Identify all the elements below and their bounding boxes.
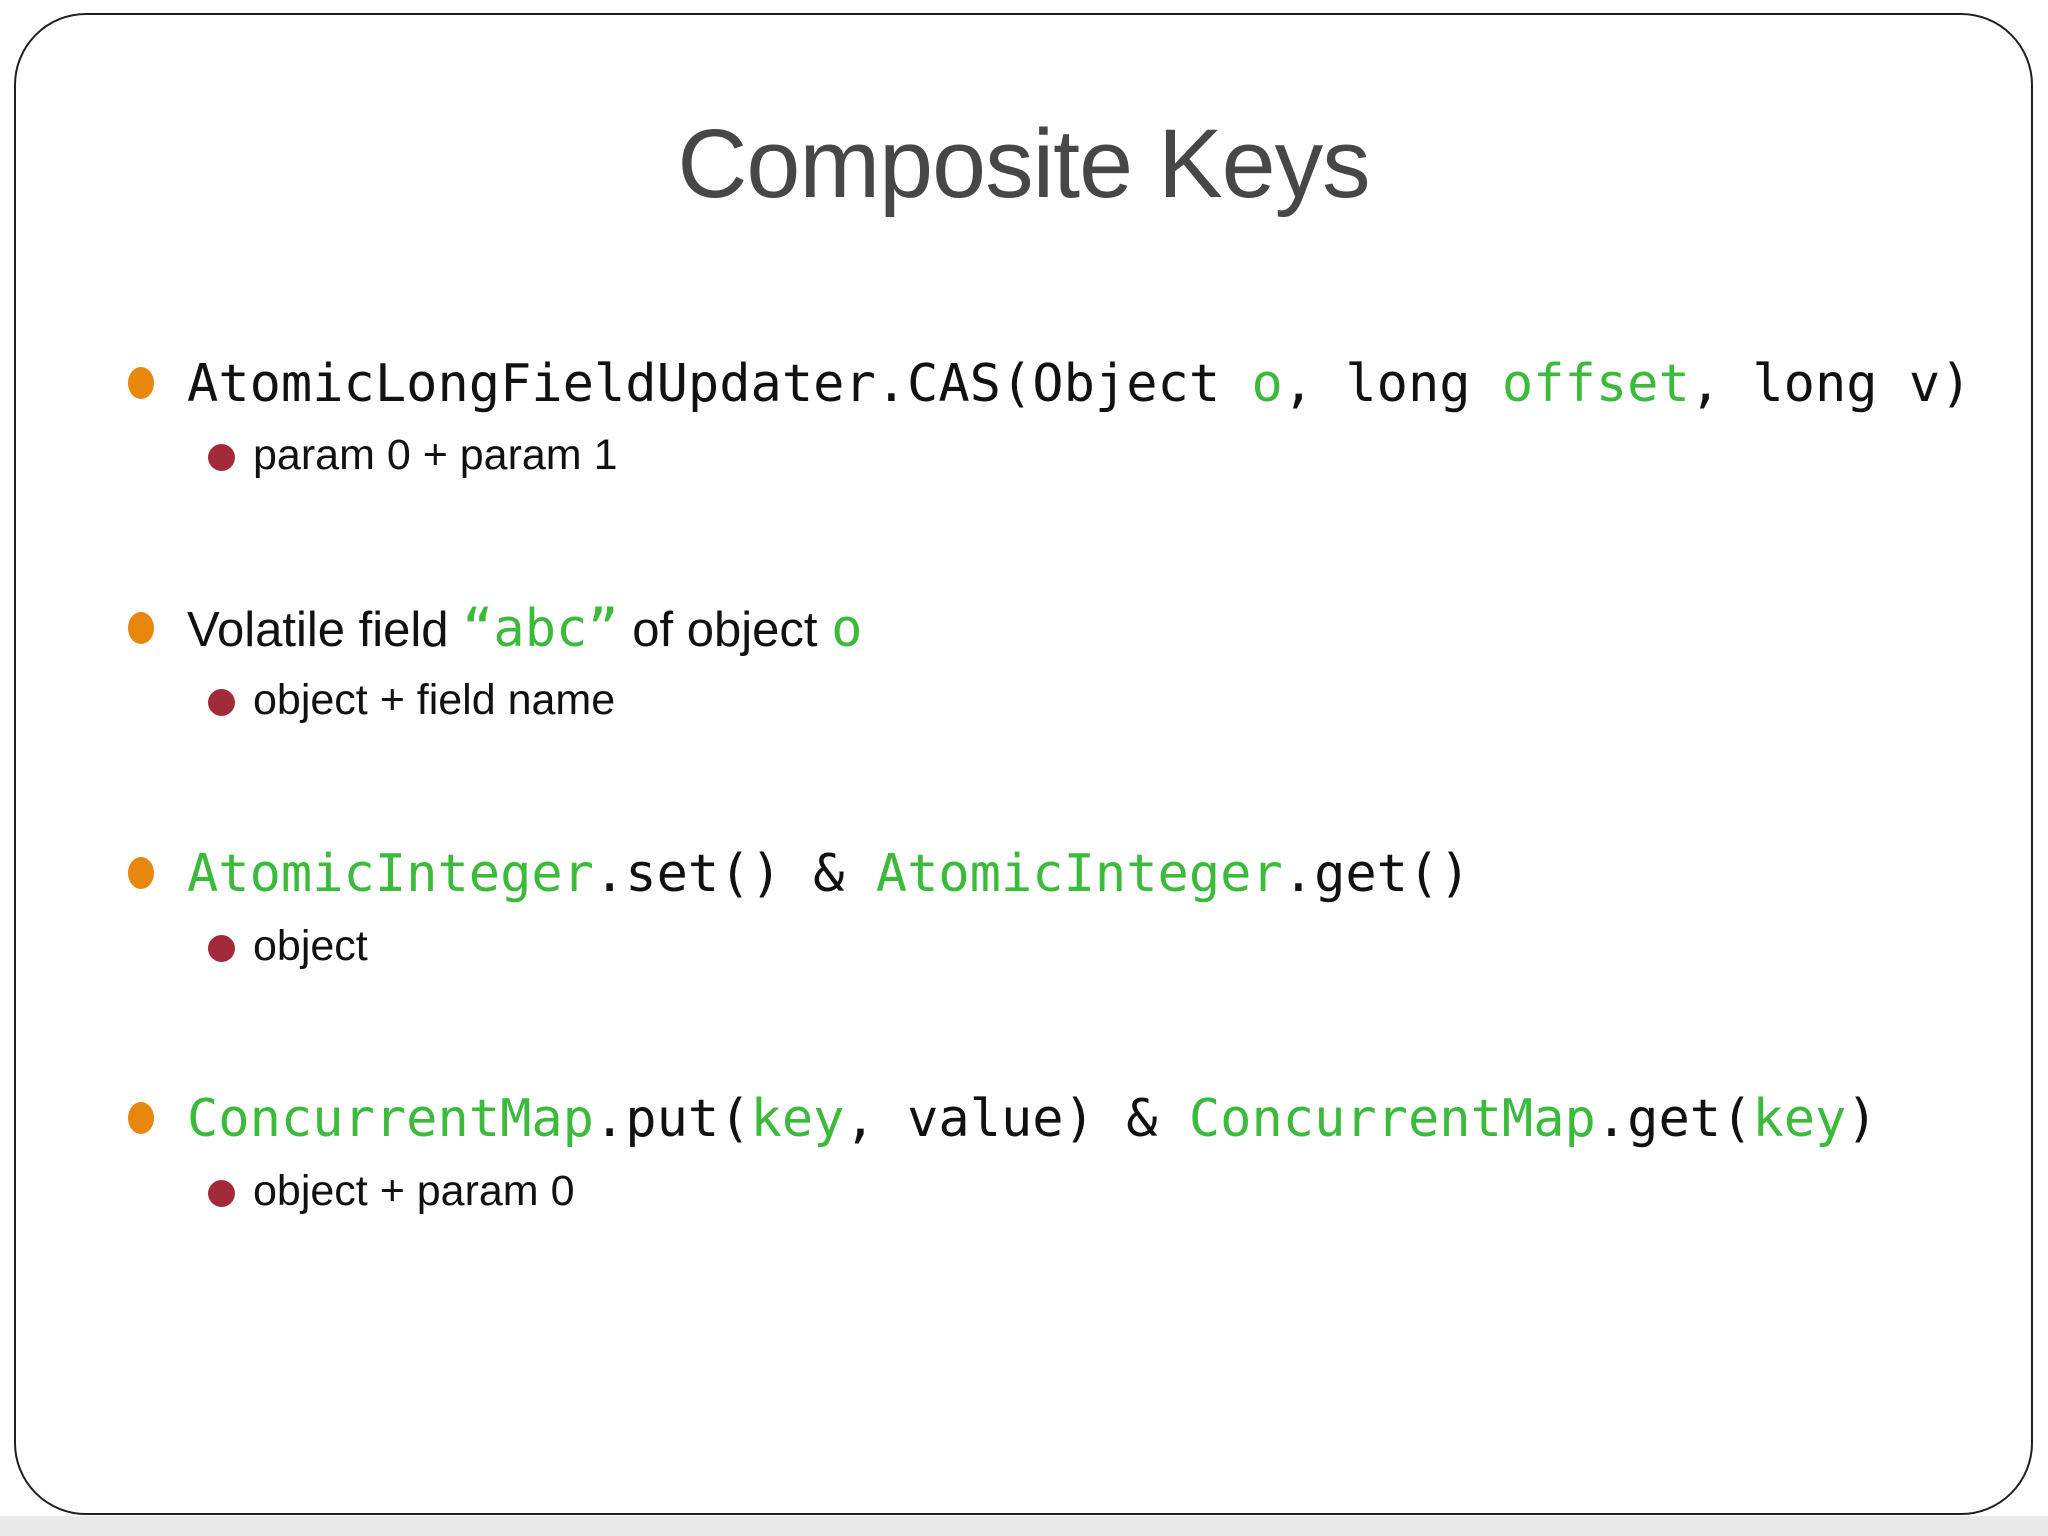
red-bullet-icon [208,934,235,962]
text-segment: o [1251,354,1283,414]
text-segment: AtomicInteger [187,844,594,905]
bullet-main-row: Volatile field “abc” of object o [16,598,2031,661]
text-segment: , long v) [1689,354,1972,414]
bullet-main-row: AtomicInteger.set() & AtomicInteger.get(… [16,843,2031,906]
text-segment: of object [618,603,832,658]
bullet-sub-text: object + field name [253,676,616,725]
bullet-sub-text: object [253,921,368,970]
bullet-list: AtomicLongFieldUpdater.CAS(Object o, lon… [16,353,2031,1217]
text-segment: offset [1501,354,1690,414]
red-bullet-icon [208,689,235,717]
bullet-group: AtomicLongFieldUpdater.CAS(Object o, lon… [16,353,2031,482]
bullet-sub-row: param 0 + param 1 [16,430,2031,482]
bullet-main-text: Volatile field “abc” of object o [187,598,862,661]
orange-bullet-icon [128,612,154,645]
text-segment: Volatile field [187,603,463,658]
bullet-main-text: AtomicInteger.set() & AtomicInteger.get(… [187,843,1471,906]
text-segment: AtomicInteger [875,844,1283,905]
bullet-sub-row: object [16,921,2031,973]
red-bullet-icon [208,1179,235,1207]
text-segment: AtomicLongFieldUpdater.CAS(Object [187,354,1252,414]
bullet-sub-row: object + field name [16,675,2031,727]
orange-bullet-icon [128,1102,154,1135]
text-segment: ConcurrentMap [187,1089,594,1150]
bullet-group: Volatile field “abc” of object o object … [16,598,2031,727]
bullet-main-text: AtomicLongFieldUpdater.CAS(Object o, lon… [187,353,1972,416]
text-segment: .get() [1282,844,1471,905]
text-segment: ConcurrentMap [1188,1089,1596,1150]
bullet-sub-row: object + param 0 [16,1166,2031,1218]
text-segment: “abc” [462,599,619,660]
red-bullet-icon [208,444,235,472]
bullet-group: ConcurrentMap.put(key, value) & Concurre… [16,1088,2031,1217]
text-segment: .get( [1595,1089,1753,1150]
slide-frame: Composite Keys AtomicLongFieldUpdater.CA… [14,13,2033,1515]
text-segment: key [750,1089,845,1150]
orange-bullet-icon [128,857,154,890]
bullet-main-text: ConcurrentMap.put(key, value) & Concurre… [187,1088,1878,1151]
bullet-sub-text: object + param 0 [253,1166,575,1215]
bullet-sub-text: param 0 + param 1 [253,431,618,480]
slide-title: Composite Keys [677,109,1370,218]
bullet-main-row: ConcurrentMap.put(key, value) & Concurre… [16,1088,2031,1151]
bullet-main-row: AtomicLongFieldUpdater.CAS(Object o, lon… [16,353,2031,416]
text-segment: key [1752,1089,1847,1150]
text-segment: .set() & [594,844,876,905]
text-segment: , value) & [844,1089,1189,1150]
text-segment: o [831,599,863,660]
orange-bullet-icon [128,367,154,399]
text-segment: ) [1846,1089,1878,1150]
letterbox-strip [0,1516,2048,1536]
bullet-group: AtomicInteger.set() & AtomicInteger.get(… [16,843,2031,972]
text-segment: , long [1282,354,1502,414]
text-segment: .put( [594,1089,751,1150]
